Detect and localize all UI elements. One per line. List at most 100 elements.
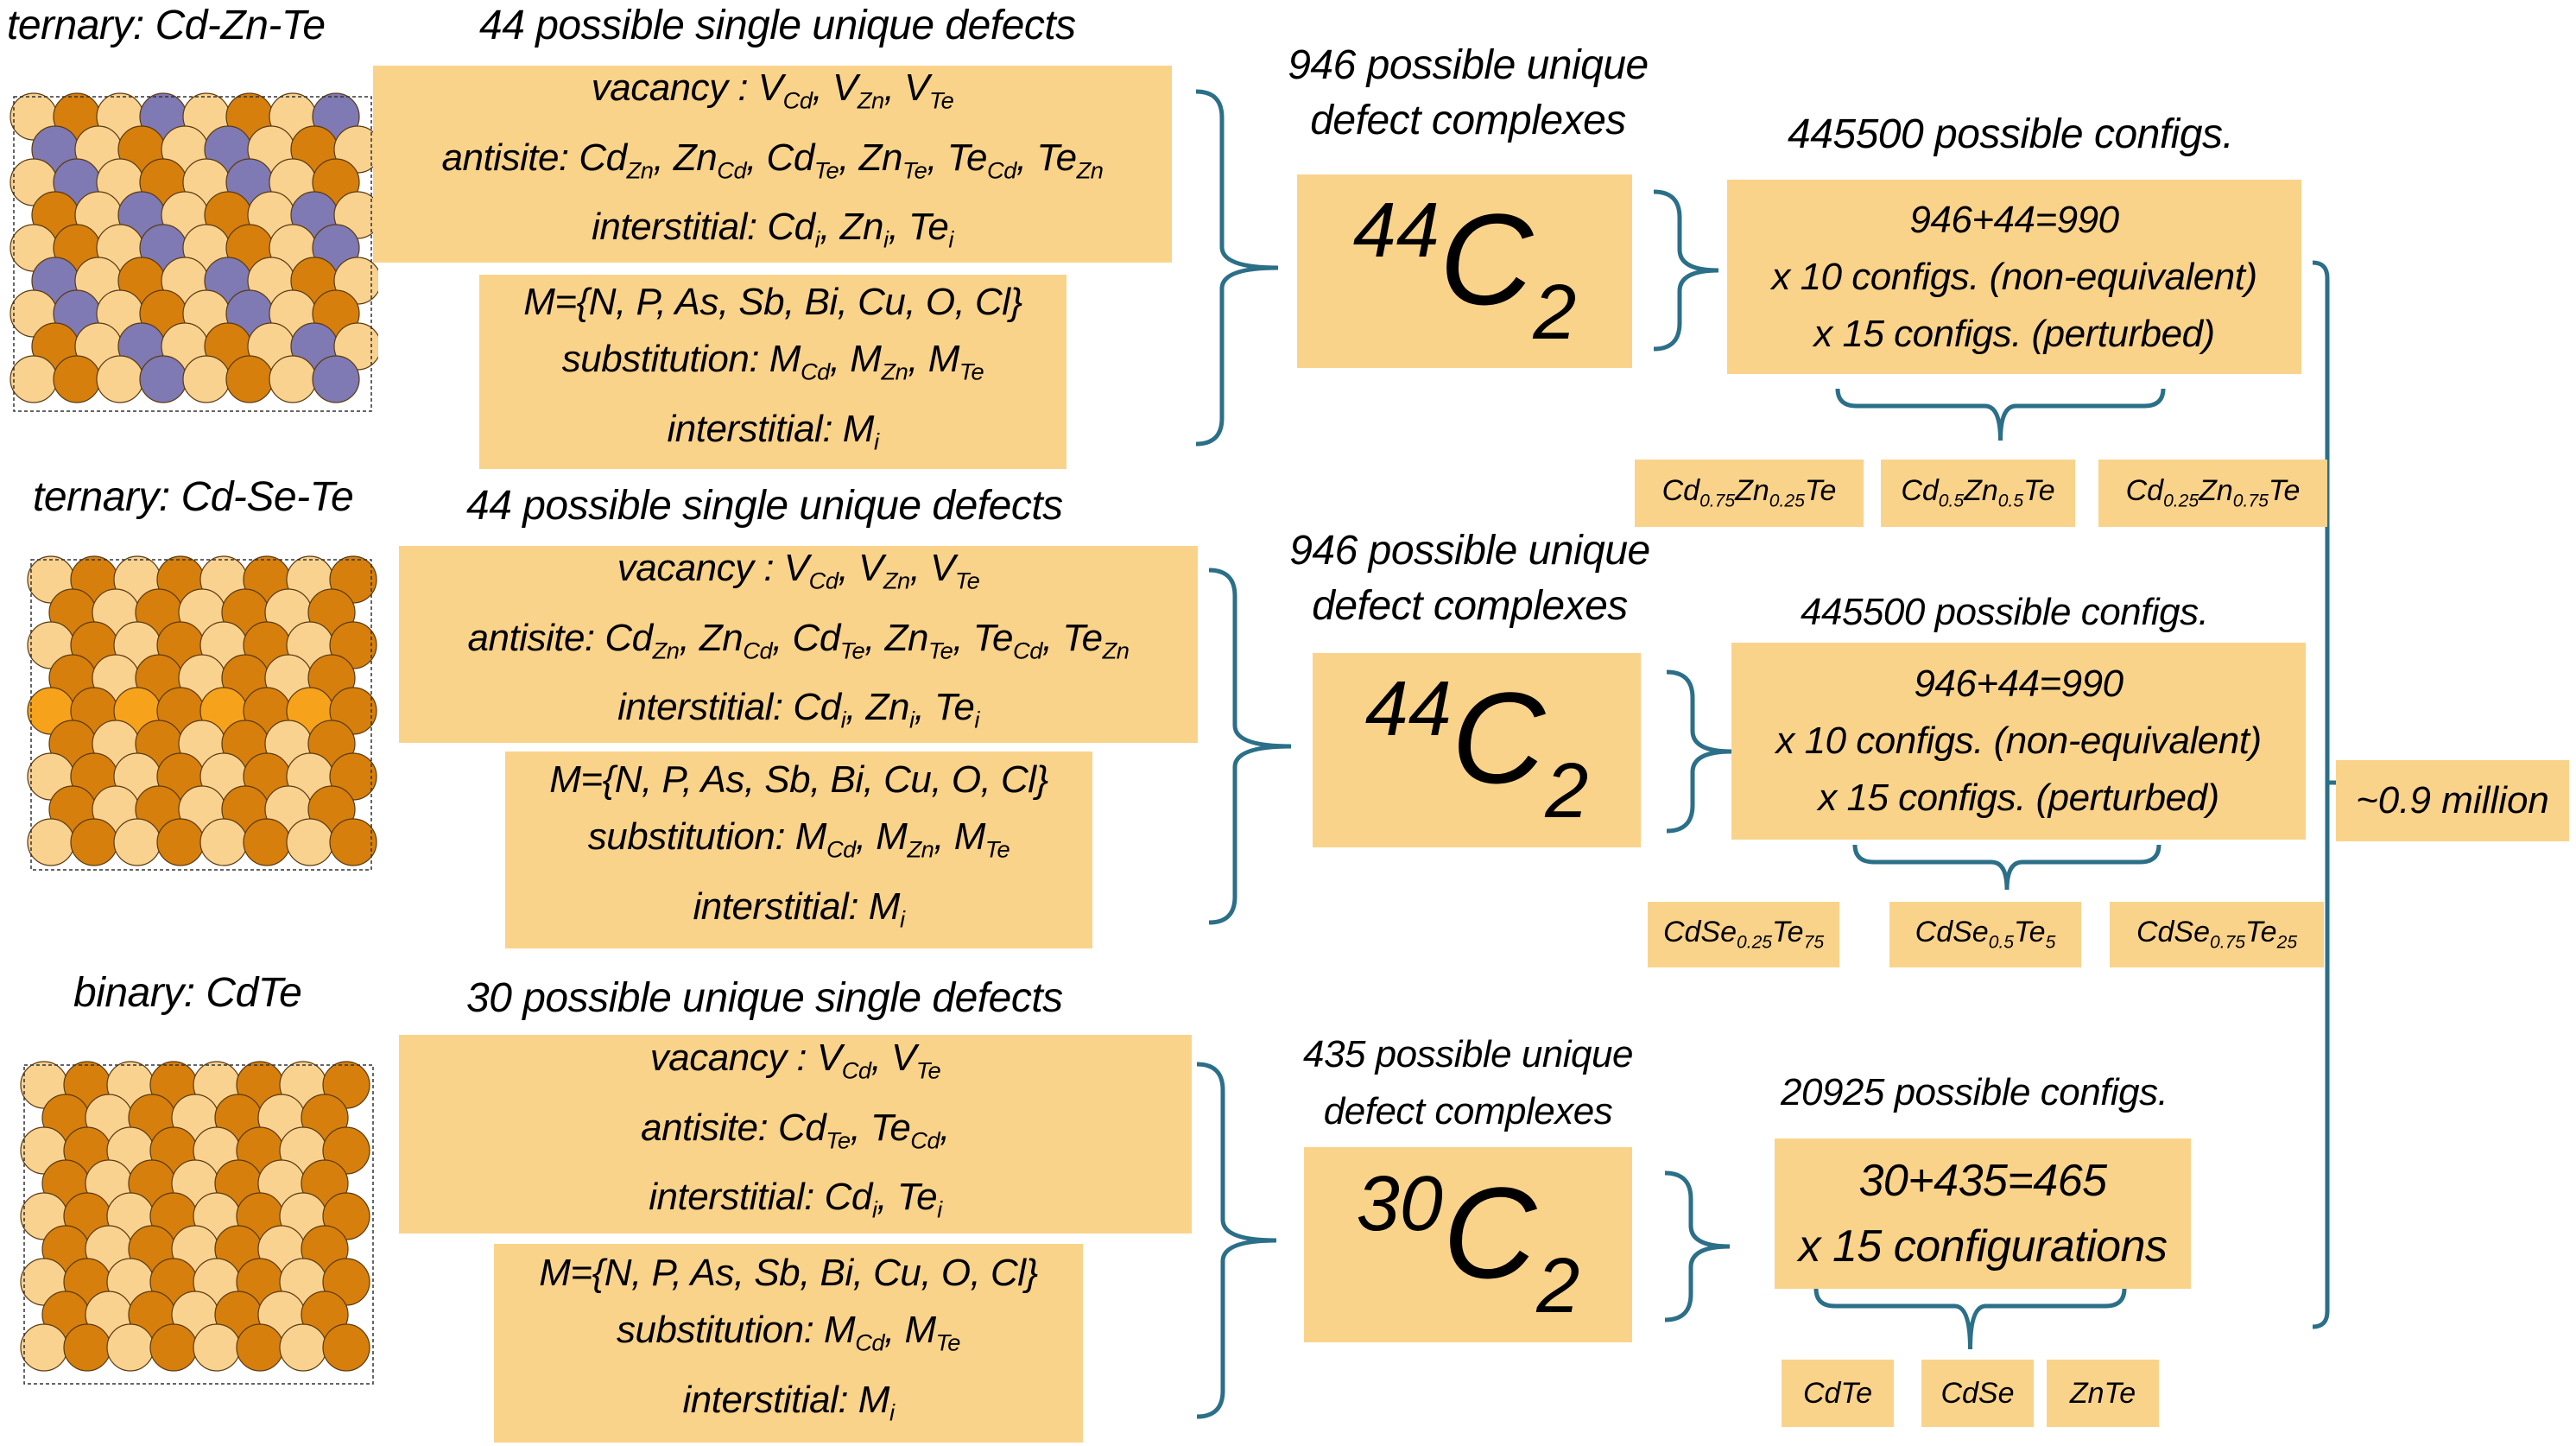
composition-box: Cd0.75Zn0.25Te <box>1635 460 1864 527</box>
combination-box-cdte: 30C2 <box>1304 1147 1632 1342</box>
defect-line-interstitial: interstitial: Cdi, Tei <box>649 1176 942 1223</box>
defects-header-cdznte: 44 possible single unique defects <box>479 3 1076 48</box>
defects-header-cdte: 30 possible unique single defects <box>466 975 1063 1021</box>
defect-line-antisite: antisite: CdZn, ZnCd, CdTe, ZnTe, TeCd, … <box>441 136 1104 184</box>
atom <box>199 818 248 866</box>
defect-line-interstitial-m: interstitial: Mi <box>667 407 879 455</box>
config-line: x 10 configs. (non-equivalent) <box>1775 720 2262 762</box>
atom <box>156 818 205 866</box>
brace-defects-to-complexes <box>1196 1062 1277 1419</box>
dopant-set: M={N, P, As, Sb, Bi, Cu, O, Cl} <box>523 280 1022 323</box>
defect-line-interstitial: interstitial: Cdi, Zni, Tei <box>592 206 953 253</box>
config-line: x 15 configs. (perturbed) <box>1813 312 2215 355</box>
combination-formula: 44C2 <box>1352 186 1577 356</box>
defect-line-substitution: substitution: MCd, MZn, MTe <box>587 815 1010 863</box>
atom <box>182 355 231 403</box>
atom <box>279 1323 327 1372</box>
config-line: x 10 configs. (non-equivalent) <box>1771 255 2257 298</box>
dopant-set: M={N, P, As, Sb, Bi, Cu, O, Cl} <box>549 758 1048 802</box>
composition-box: ZnTe <box>2047 1360 2159 1427</box>
defect-line-vacancy: vacancy : VCd, VZn, VTe <box>617 547 980 594</box>
extrinsic-defects-box-cdznte: M={N, P, As, Sb, Bi, Cu, O, Cl} substitu… <box>479 275 1066 469</box>
atom <box>225 355 274 403</box>
atom <box>106 1323 155 1372</box>
defect-line-vacancy: vacancy : VCd, VTe <box>649 1037 941 1084</box>
atom <box>63 1323 111 1372</box>
atom <box>53 355 101 403</box>
composition-box: CdSe0.75Te25 <box>2110 902 2324 967</box>
combination-box-cdsete: 44C2 <box>1313 653 1641 847</box>
brace-defects-to-complexes <box>1195 89 1279 447</box>
combination-formula: 30C2 <box>1356 1159 1580 1329</box>
atom <box>20 1323 68 1372</box>
defect-line-interstitial-m: interstitial: Mi <box>682 1379 895 1426</box>
composition-box: CdTe <box>1782 1360 1894 1427</box>
section-title-cdznte: ternary: Cd-Zn-Te <box>7 3 326 48</box>
native-defects-box-cdznte: vacancy : VCd, VZn, VTe antisite: CdZn, … <box>373 66 1172 263</box>
combination-box-cdznte: 44C2 <box>1297 174 1632 368</box>
config-line: 946+44=990 <box>1909 198 2119 241</box>
defect-line-interstitial-m: interstitial: Mi <box>693 885 905 933</box>
atom <box>329 818 377 866</box>
atom <box>27 818 75 866</box>
complex-header-cdsete: 946 possible unique defect complexes <box>1289 528 1650 629</box>
brace-configs-to-compositions <box>1852 844 2161 891</box>
atom <box>96 355 144 403</box>
defect-line-interstitial: interstitial: Cdi, Zni, Tei <box>617 686 979 733</box>
atom <box>9 355 58 403</box>
complex-header-cdznte: 946 possible unique defect complexes <box>1288 42 1649 143</box>
atom <box>236 1323 284 1372</box>
atom <box>70 818 118 866</box>
defect-line-antisite: antisite: CdTe, TeCd, <box>641 1106 950 1154</box>
crystal-structure-cdznte <box>9 92 378 412</box>
configs-header-cdsete: 445500 possible configs. <box>1801 591 2209 633</box>
config-line: x 15 configurations <box>1798 1221 2168 1272</box>
complex-header-cdte: 435 possible unique defect complexes <box>1303 1033 1633 1132</box>
total-configs-box: ~0.9 million <box>2336 760 2569 841</box>
configs-box-cdte: 30+435=465 x 15 configurations <box>1775 1138 2191 1289</box>
composition-box: Cd0.25Zn0.75Te <box>2098 460 2327 527</box>
atom <box>243 818 291 866</box>
configs-box-cdsete: 946+44=990 x 10 configs. (non-equivalent… <box>1731 643 2306 840</box>
atom <box>193 1323 241 1372</box>
atom <box>149 1323 198 1372</box>
config-line: 30+435=465 <box>1858 1156 2107 1206</box>
atom <box>312 355 360 403</box>
brace-defects-to-complexes <box>1208 568 1292 925</box>
atom <box>322 1323 370 1372</box>
extrinsic-defects-box-cdte: M={N, P, As, Sb, Bi, Cu, O, Cl} substitu… <box>494 1244 1083 1443</box>
defect-line-substitution: substitution: MCd, MZn, MTe <box>561 337 984 385</box>
brace-complexes-to-configs <box>1666 669 1732 834</box>
defect-line-substitution: substitution: MCd, MTe <box>617 1309 960 1356</box>
combination-formula: 44C2 <box>1364 665 1589 834</box>
configs-header-cdznte: 445500 possible configs. <box>1788 111 2234 157</box>
crystal-structure-cdsete <box>27 555 377 871</box>
configs-box-cdznte: 946+44=990 x 10 configs. (non-equivalent… <box>1727 180 2301 374</box>
composition-box: CdSe0.5Te5 <box>1889 902 2081 967</box>
atom <box>269 355 317 403</box>
brace-total <box>2312 260 2336 1329</box>
atom <box>139 355 187 403</box>
defect-line-vacancy: vacancy : VCd, VZn, VTe <box>591 67 954 114</box>
config-line: 946+44=990 <box>1914 663 2123 705</box>
config-line: x 15 configs. (perturbed) <box>1818 777 2219 819</box>
atom <box>113 818 161 866</box>
brace-configs-to-compositions <box>1835 388 2166 441</box>
brace-configs-to-compositions <box>1813 1288 2127 1350</box>
defect-line-antisite: antisite: CdZn, ZnCd, CdTe, ZnTe, TeCd, … <box>467 616 1130 664</box>
crystal-structure-cdte <box>20 1061 374 1385</box>
brace-complexes-to-configs <box>1664 1170 1731 1322</box>
dopant-set: M={N, P, As, Sb, Bi, Cu, O, Cl} <box>539 1252 1038 1295</box>
native-defects-box-cdte: vacancy : VCd, VTe antisite: CdTe, TeCd,… <box>399 1035 1192 1234</box>
composition-box: CdSe <box>1921 1360 2034 1427</box>
section-title-cdte: binary: CdTe <box>73 970 302 1016</box>
composition-box: Cd0.5Zn0.5Te <box>1881 460 2075 527</box>
configs-header-cdte: 20925 possible configs. <box>1781 1071 2168 1113</box>
extrinsic-defects-box-cdsete: M={N, P, As, Sb, Bi, Cu, O, Cl} substitu… <box>505 752 1092 948</box>
defects-header-cdsete: 44 possible single unique defects <box>466 483 1063 529</box>
section-title-cdsete: ternary: Cd-Se-Te <box>33 474 354 520</box>
atom <box>286 818 334 866</box>
brace-complexes-to-configs <box>1653 189 1719 352</box>
composition-box: CdSe0.25Te75 <box>1648 902 1839 967</box>
native-defects-box-cdsete: vacancy : VCd, VZn, VTe antisite: CdZn, … <box>399 546 1198 743</box>
